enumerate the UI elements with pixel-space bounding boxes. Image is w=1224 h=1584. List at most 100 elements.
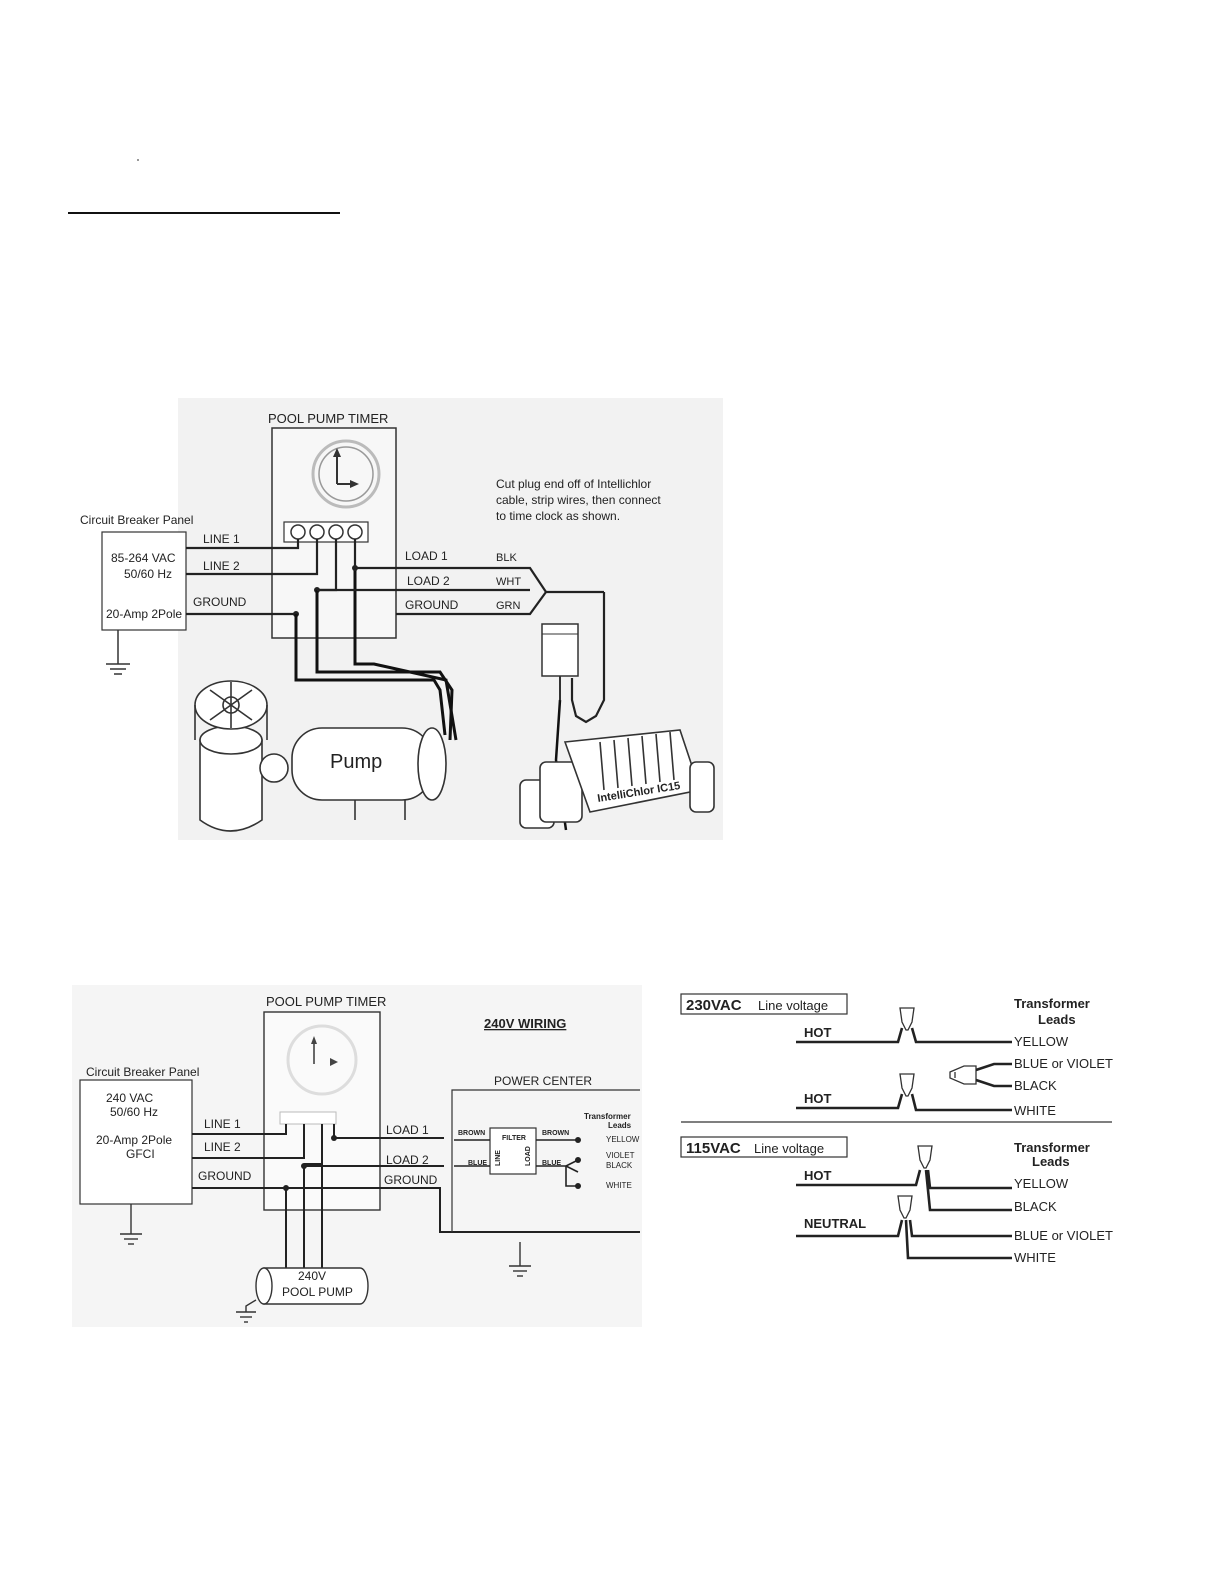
tl-label-1: Transformer [1014, 996, 1090, 1011]
panel-title-2: Circuit Breaker Panel [86, 1065, 199, 1079]
power-center-title: POWER CENTER [494, 1074, 592, 1088]
panel-breaker-2: 20-Amp 2Pole [96, 1133, 172, 1147]
label-line-1-2: LINE 1 [204, 1117, 241, 1131]
diagram-2-240v-wiring: POOL PUMP TIMER 240V WIRING Circuit Brea… [72, 985, 642, 1327]
lead-black-115: BLACK [1014, 1199, 1057, 1214]
label-ground-right-2: GROUND [384, 1173, 438, 1187]
diagram-1-intellichlor-timer-wiring: POOL PUMP TIMER Circuit Breaker Panel 85… [80, 398, 723, 840]
tl2-label-1: Transformer [1014, 1140, 1090, 1155]
brown-out-label: BROWN [542, 1130, 569, 1137]
wire-neutral-115 [796, 1219, 1012, 1260]
page-speck [137, 159, 139, 161]
wire-color-wht: WHT [496, 576, 521, 588]
hot-label-3: HOT [804, 1168, 832, 1183]
lead-yellow-115: YELLOW [1014, 1176, 1069, 1191]
circuit-breaker-panel-box [101, 531, 187, 631]
label-ground-right: GROUND [405, 598, 459, 612]
hot-label-1: HOT [804, 1025, 832, 1040]
label-load-1: LOAD 1 [405, 549, 448, 563]
v230-number: 230VAC [686, 997, 742, 1014]
neutral-label: NEUTRAL [804, 1216, 866, 1231]
timer-terminal-block [283, 521, 369, 543]
power-center-wires [454, 1139, 579, 1187]
label-line-1: LINE 1 [203, 532, 240, 546]
ground-symbol-icon-3 [509, 1242, 531, 1277]
lead-violet: VIOLET [606, 1151, 635, 1160]
label-box-230vac [680, 993, 848, 1015]
label-load-2-2: LOAD 2 [386, 1153, 429, 1167]
lead-black-230: BLACK [1014, 1078, 1057, 1093]
capped-lead-icon [949, 1065, 977, 1085]
section-heading-rule [68, 212, 340, 214]
wiring-title: 240V WIRING [484, 1016, 566, 1031]
diagram-3-transformer-leads: 230VAC Line voltage Transformer Leads HO… [680, 993, 1113, 1265]
pump-illustration [194, 680, 447, 832]
wire-nut-icon-3 [917, 1145, 933, 1169]
label-load-1-2: LOAD 1 [386, 1123, 429, 1137]
timer-title-2: POOL PUMP TIMER [266, 994, 386, 1009]
ground-symbol-icon [106, 630, 130, 675]
wire-color-blk: BLK [496, 552, 517, 564]
pump-label: Pump [330, 751, 382, 773]
label-ground-left-2: GROUND [198, 1169, 252, 1183]
wire-nut-icon-1 [899, 1007, 915, 1031]
filter-load-label: LOAD [525, 1146, 532, 1166]
blue-out-label: BLUE [542, 1160, 561, 1167]
ground-symbol-icon-4 [236, 1299, 257, 1323]
lead-black: BLACK [606, 1161, 633, 1170]
wire-nut-icon-4 [897, 1195, 913, 1219]
panel-frequency: 50/60 Hz [124, 567, 172, 581]
filter-box [489, 1127, 537, 1175]
label-line-2-2: LINE 2 [204, 1140, 241, 1154]
panel-frequency-2: 50/60 Hz [110, 1105, 158, 1119]
v115-text: Line voltage [754, 1141, 824, 1156]
v115-number: 115VAC [686, 1140, 741, 1157]
filter-label: FILTER [502, 1135, 526, 1142]
label-box-115vac [680, 1136, 848, 1158]
brown-in-label: BROWN [458, 1130, 485, 1137]
circuit-breaker-panel-box-2 [79, 1079, 193, 1205]
panel-gfci: GFCI [126, 1147, 155, 1161]
pump-label-2: POOL PUMP [282, 1285, 353, 1299]
wire-hot-white [796, 1093, 1012, 1112]
line-wires [186, 539, 338, 616]
wire-blue-black [975, 1062, 1012, 1088]
clock-dial-icon [311, 439, 381, 509]
ground-symbol-icon-2 [120, 1204, 142, 1245]
wire-hot-yellow [796, 1027, 1012, 1044]
panel-breaker: 20-Amp 2Pole [106, 607, 182, 621]
panel-voltage-2: 240 VAC [106, 1091, 153, 1105]
timer-title: POOL PUMP TIMER [268, 411, 388, 426]
v230-text: Line voltage [758, 998, 828, 1013]
note-line-1: Cut plug end off of Intellichlor [496, 477, 651, 491]
load-wires [317, 539, 606, 724]
panel-title: Circuit Breaker Panel [80, 513, 193, 527]
power-center-box [451, 1089, 640, 1232]
tl-label-2: Leads [1038, 1012, 1076, 1027]
lead-white-230: WHITE [1014, 1103, 1056, 1118]
panel-voltage: 85-264 VAC [111, 551, 176, 565]
transformer-label-1: Transformer [584, 1112, 631, 1121]
label-ground-left: GROUND [193, 595, 247, 609]
lead-blue-or-violet-230: BLUE or VIOLET [1014, 1056, 1113, 1071]
intellichlor-cell-illustration [519, 729, 715, 829]
pool-pump-cylinder-icon [255, 1267, 369, 1305]
pump-cable [294, 568, 458, 741]
label-line-2: LINE 2 [203, 559, 240, 573]
clock-dial-icon-2 [286, 1024, 358, 1096]
lead-white: WHITE [606, 1181, 632, 1190]
lead-blue-or-violet-115: BLUE or VIOLET [1014, 1228, 1113, 1243]
blue-in-label: BLUE [468, 1160, 487, 1167]
lead-white-115: WHITE [1014, 1250, 1056, 1265]
tl2-label-2: Leads [1032, 1154, 1070, 1169]
note-line-3: to time clock as shown. [496, 509, 620, 523]
wire-color-grn: GRN [496, 600, 521, 612]
filter-line-label: LINE [495, 1150, 502, 1166]
timer-terminal-block-2 [279, 1111, 337, 1125]
lead-yellow-230: YELLOW [1014, 1034, 1069, 1049]
transformer-label-2: Leads [608, 1121, 632, 1130]
wire-nut-icon-2 [899, 1073, 915, 1097]
wire-hot-115 [796, 1169, 1012, 1212]
note-line-2: cable, strip wires, then connect [496, 493, 661, 507]
